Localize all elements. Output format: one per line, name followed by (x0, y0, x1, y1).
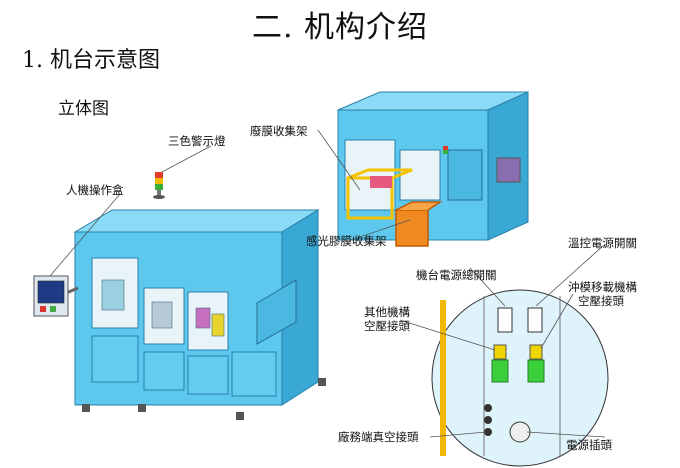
photo-film-rack-label: 感光膠膜收集架 (306, 234, 387, 248)
vacuum-port-label: 廠務端真空接頭 (338, 430, 419, 444)
hmi-box-label: 人機操作盒 (66, 183, 124, 197)
other-air-label-1: 其他機構 (364, 305, 410, 319)
subsection-heading: 立体图 (58, 99, 109, 119)
other-air-label-2: 空壓接頭 (364, 319, 410, 333)
punch-air-label-2: 空壓接頭 (578, 294, 624, 308)
section-heading: 1. 机台示意图 (22, 48, 160, 73)
photo-film-rack (395, 201, 443, 247)
main-power-switch-label: 機台電源總開關 (416, 268, 497, 282)
tower-light-icon (153, 172, 165, 199)
waste-film-rack (346, 168, 413, 220)
waste-film-rack-label: 廢膜收集架 (250, 124, 308, 138)
page-title: 二. 机构介绍 (251, 10, 429, 45)
punch-air-label-1: 沖模移載機構 (568, 280, 637, 294)
callout-lines (49, 129, 606, 438)
main-machine (73, 209, 326, 420)
tower-light-label: 三色警示燈 (168, 134, 226, 148)
power-socket-label: 電源插頭 (566, 438, 612, 452)
temp-power-switch-label: 溫控電源開關 (568, 236, 637, 250)
detail-zoom (431, 289, 609, 467)
hmi-box (33, 275, 79, 317)
